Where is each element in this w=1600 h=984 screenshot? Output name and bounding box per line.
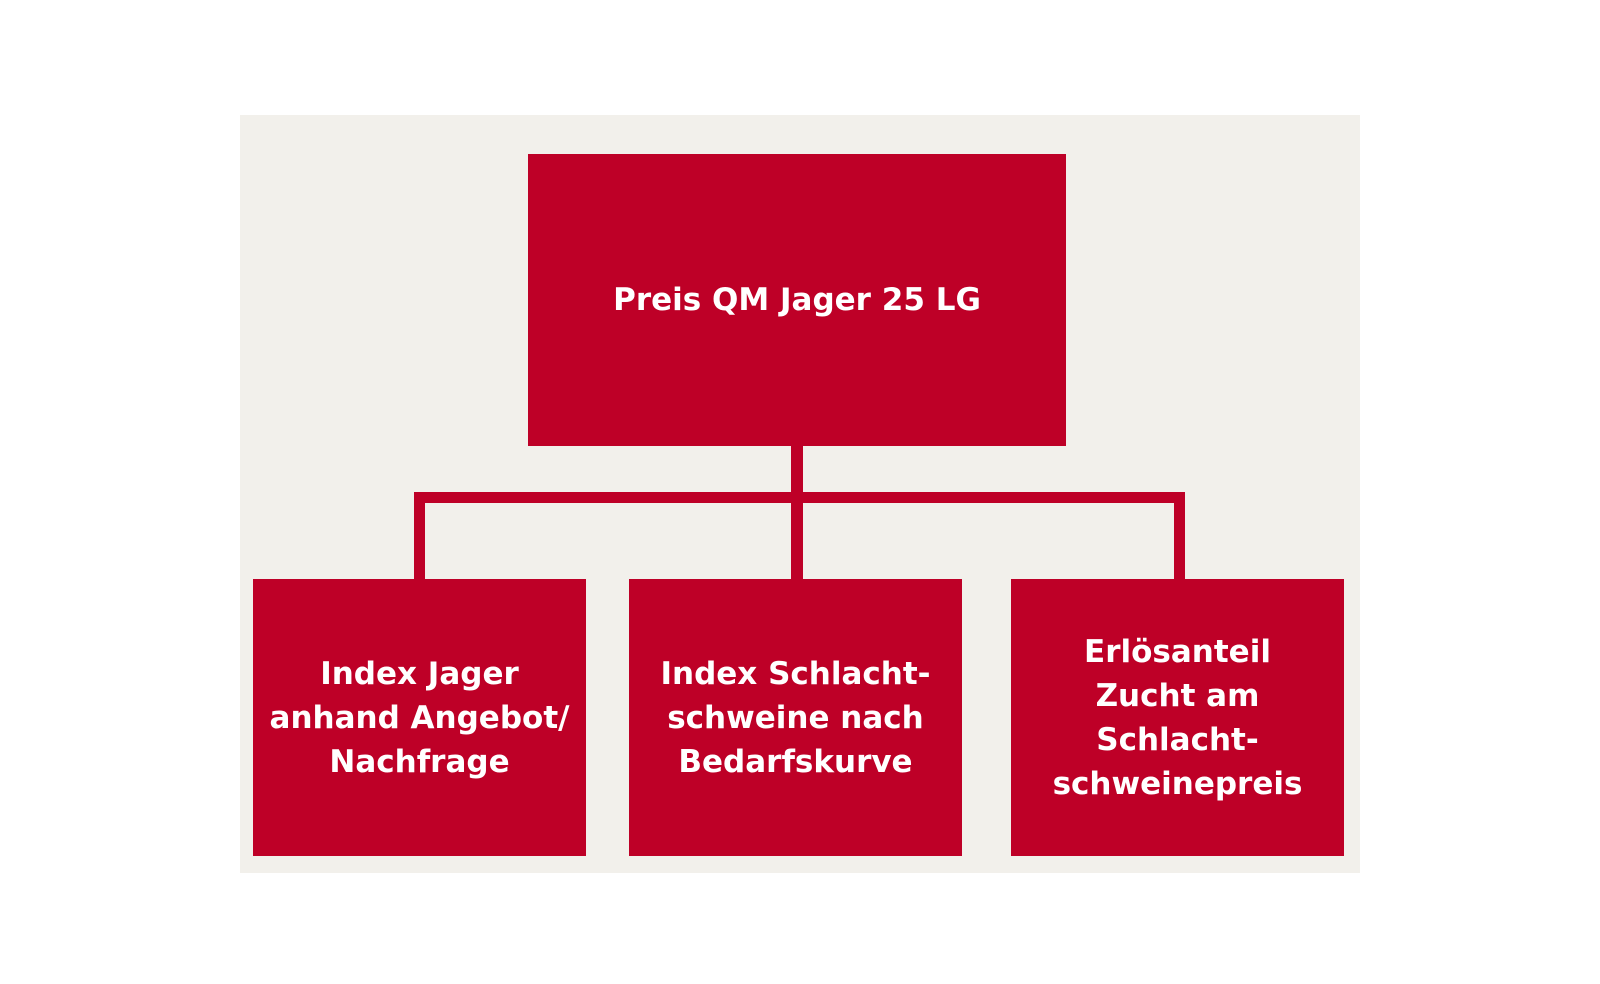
root-node-label: Preis QM Jager 25 LG — [613, 282, 981, 318]
node-line: schweine nach — [667, 699, 924, 736]
connector-root-stem — [791, 446, 803, 498]
node-line: Index Schlacht- — [660, 655, 931, 692]
connector-left — [414, 492, 425, 579]
node-line: Bedarfskurve — [678, 743, 913, 780]
child-node-index-schlachtschweine: Index Schlacht- schweine nach Bedarfskur… — [629, 579, 962, 856]
connector-right — [1174, 492, 1185, 579]
root-node: Preis QM Jager 25 LG — [528, 154, 1066, 446]
node-line: Erlösanteil — [1084, 633, 1271, 670]
child-node-index-jager: Index Jager anhand Angebot/ Nachfrage — [253, 579, 586, 856]
connector-center — [791, 492, 803, 579]
child-node-erloesanteil: Erlösanteil Zucht am Schlacht- schweinep… — [1011, 579, 1344, 856]
node-line: anhand Angebot/ — [269, 699, 570, 736]
node-line: Index Jager — [320, 655, 519, 692]
node-line: Zucht am Schlacht- — [1095, 677, 1260, 758]
node-line: Nachfrage — [329, 743, 510, 780]
node-line: schweinepreis — [1052, 765, 1303, 802]
